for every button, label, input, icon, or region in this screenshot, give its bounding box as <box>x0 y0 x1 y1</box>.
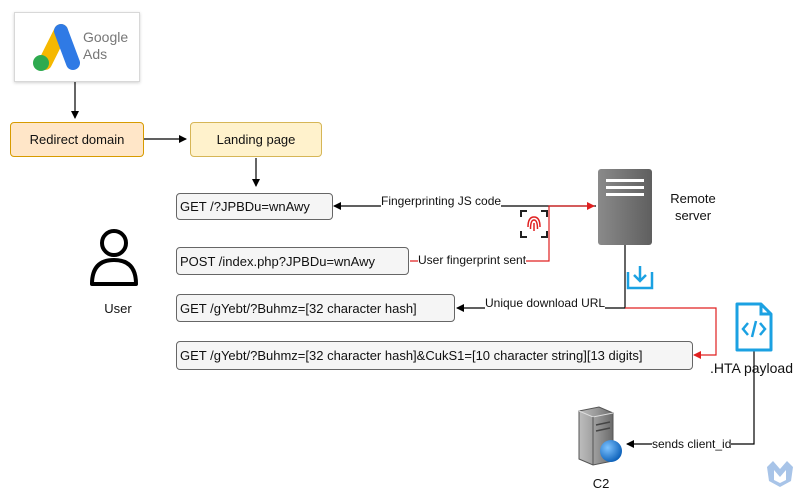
landing-page-label: Landing page <box>216 132 296 147</box>
fingerprint-icon <box>520 210 548 238</box>
edge-to-hta-request <box>625 307 717 359</box>
request-post-index: POST /index.php?JPBDu=wnAwy <box>176 247 409 275</box>
google-ads-text: Google Ads <box>83 29 128 63</box>
google-ads-line2: Ads <box>83 46 108 62</box>
redirect-domain-node: Redirect domain <box>10 122 144 157</box>
landing-page-node: Landing page <box>190 122 322 157</box>
request-label: GET /gYebt/?Buhmz=[32 character hash] <box>180 300 417 316</box>
request-get-hash-string: GET /gYebt/?Buhmz=[32 character hash]&Cu… <box>176 341 693 370</box>
download-url-label: Unique download URL <box>485 296 606 310</box>
request-label: POST /index.php?JPBDu=wnAwy <box>180 253 375 269</box>
request-label: GET /?JPBDu=wnAwy <box>180 199 310 214</box>
hta-payload-label: .HTA payload <box>710 360 794 376</box>
malwarebytes-logo <box>767 461 793 487</box>
c2-server-icon <box>578 406 622 466</box>
server-icon <box>598 169 652 245</box>
request-get-hash: GET /gYebt/?Buhmz=[32 character hash] <box>176 294 455 322</box>
c2-label: C2 <box>592 476 610 491</box>
download-icon <box>626 266 654 290</box>
request-get-jpbdu: GET /?JPBDu=wnAwy <box>176 193 333 220</box>
fingerprinting-label: Fingerprinting JS code <box>381 194 502 208</box>
code-file-icon <box>735 302 773 352</box>
redirect-domain-label: Redirect domain <box>29 132 125 147</box>
sends-client-id-label: sends client_id <box>652 437 732 451</box>
request-label: GET /gYebt/?Buhmz=[32 character hash]&Cu… <box>180 348 643 363</box>
remote-server-label: Remote server <box>670 191 716 223</box>
user-icon <box>90 229 138 286</box>
fingerprint-sent-label: User fingerprint sent <box>418 253 527 267</box>
google-ads-logo <box>33 24 80 71</box>
google-ads-card: Google Ads <box>14 12 140 82</box>
user-label: User <box>104 301 132 316</box>
google-ads-line1: Google <box>83 29 129 45</box>
